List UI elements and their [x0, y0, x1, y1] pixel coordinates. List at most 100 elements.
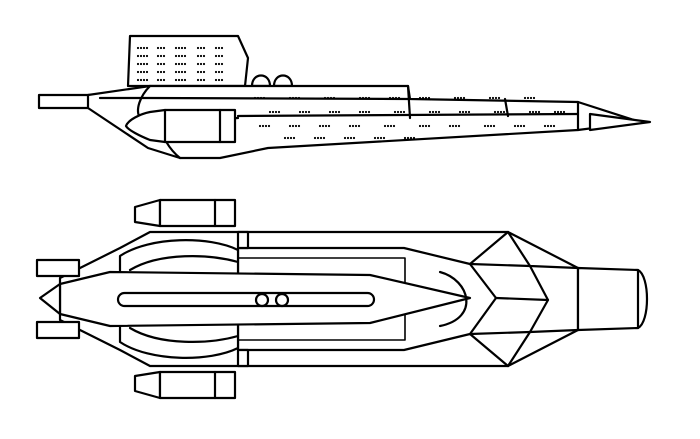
- window-dot: [458, 110, 462, 114]
- window-dot: [334, 110, 338, 114]
- window-dot: [332, 96, 336, 100]
- window-dot: [324, 124, 328, 128]
- window-dot: [519, 124, 523, 128]
- window-dot: [531, 110, 535, 114]
- window-dot: [159, 70, 163, 74]
- window-dot: [288, 96, 292, 100]
- window-dot: [318, 124, 322, 128]
- window-dot: [259, 96, 263, 100]
- window-dot: [142, 54, 146, 58]
- window-dot: [136, 62, 140, 66]
- window-dot: [156, 62, 160, 66]
- window-dot: [329, 96, 333, 100]
- window-dot: [337, 110, 341, 114]
- cockpit-slot: [116, 291, 376, 308]
- window-dot: [214, 70, 218, 74]
- window-dot: [217, 70, 221, 74]
- window-dot: [253, 96, 257, 100]
- window-dot: [352, 136, 356, 140]
- facet-link-c: [468, 332, 510, 368]
- window-dot: [196, 70, 200, 74]
- window-dot: [202, 62, 206, 66]
- window-dot: [220, 70, 224, 74]
- window-dot: [376, 136, 380, 140]
- window-dot: [323, 96, 327, 100]
- window-dot: [298, 110, 302, 114]
- window-dot: [277, 110, 281, 114]
- window-dot: [451, 124, 455, 128]
- window-dot: [483, 124, 487, 128]
- window-dot: [288, 124, 292, 128]
- window-dot: [142, 62, 146, 66]
- window-dot: [349, 136, 353, 140]
- window-dot: [556, 110, 560, 114]
- window-dot: [258, 124, 262, 128]
- window-dot: [217, 78, 221, 82]
- window-dot: [361, 110, 365, 114]
- nose-cap: [576, 266, 648, 332]
- facet-link-b: [468, 230, 510, 266]
- window-dot: [358, 110, 362, 114]
- window-dot: [145, 70, 149, 74]
- window-dot: [262, 96, 266, 100]
- window-dot: [274, 110, 278, 114]
- window-dot: [294, 96, 298, 100]
- window-dot: [396, 110, 400, 114]
- window-dot: [502, 110, 506, 114]
- window-dot: [499, 110, 503, 114]
- window-dot: [513, 124, 517, 128]
- window-dot: [199, 54, 203, 58]
- window-dot: [367, 110, 371, 114]
- window-dot: [180, 54, 184, 58]
- window-dot: [461, 110, 465, 114]
- window-dot: [199, 78, 203, 82]
- window-dot: [522, 124, 526, 128]
- window-dot: [183, 70, 187, 74]
- tail-fin: [126, 34, 250, 88]
- window-dot: [136, 78, 140, 82]
- top-view: [35, 198, 648, 400]
- window-dot: [437, 110, 441, 114]
- window-dot: [156, 78, 160, 82]
- window-dot: [488, 96, 492, 100]
- window-dot: [267, 124, 271, 128]
- window-dot: [183, 62, 187, 66]
- window-dot: [428, 110, 432, 114]
- window-dot: [464, 110, 468, 114]
- window-dot: [196, 62, 200, 66]
- window-dot: [453, 96, 457, 100]
- window-dot: [321, 124, 325, 128]
- window-dot: [268, 110, 272, 114]
- window-dot: [392, 124, 396, 128]
- window-dot: [289, 136, 293, 140]
- window-dot: [534, 110, 538, 114]
- command-arc-inner: [128, 255, 240, 343]
- window-dot: [467, 110, 471, 114]
- window-dot: [549, 124, 553, 128]
- window-dot: [136, 46, 140, 50]
- window-dot: [297, 96, 301, 100]
- window-dot: [494, 96, 498, 100]
- window-dot: [220, 78, 224, 82]
- window-dot: [256, 96, 260, 100]
- window-dot: [139, 62, 143, 66]
- window-dot: [434, 110, 438, 114]
- window-dot: [217, 62, 221, 66]
- nacelle-lower-left: [133, 370, 162, 400]
- window-dot: [409, 136, 413, 140]
- window-dot: [180, 62, 184, 66]
- hull-window-dots: [253, 96, 566, 140]
- window-dot: [183, 54, 187, 58]
- window-dot: [177, 54, 181, 58]
- tail-tip: [38, 282, 62, 316]
- thruster-lower: [35, 320, 81, 340]
- window-dot: [553, 110, 557, 114]
- window-dot: [427, 124, 431, 128]
- window-dot: [159, 46, 163, 50]
- window-dot: [202, 70, 206, 74]
- window-dot: [139, 46, 143, 50]
- facet-link-a: [494, 296, 550, 302]
- side-block-upper: [236, 230, 250, 250]
